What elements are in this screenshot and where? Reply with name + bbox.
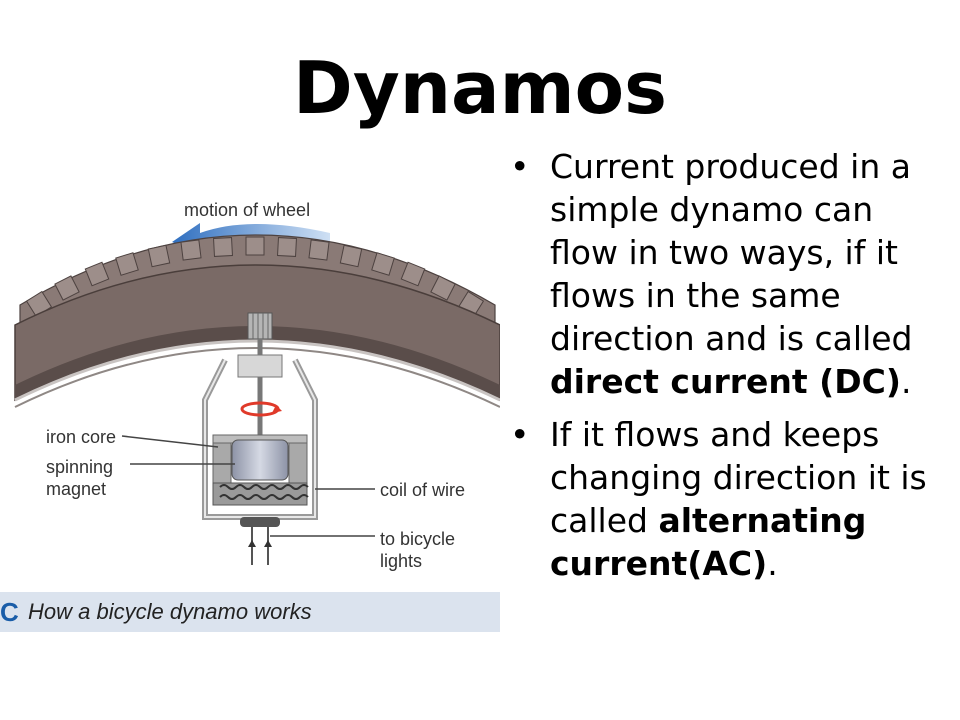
tyre-lugs: [25, 236, 485, 318]
bicycle-dynamo-diagram: motion of wheel iron core spinning magne…: [0, 185, 501, 632]
motion-arrow: [172, 223, 330, 255]
bullet-item: • If it flows and keeps changing directi…: [508, 413, 936, 585]
coil-of-wire-label: coil of wire: [380, 480, 466, 500]
figure-letter: C: [0, 597, 19, 627]
dynamo-illustration: [14, 223, 501, 565]
bullet-dot: •: [510, 147, 530, 186]
terminal: [240, 517, 280, 565]
motion-of-wheel-label: motion of wheel: [184, 200, 311, 220]
spinning-magnet-label-line2: magnet: [46, 479, 107, 499]
bullet-bold-term: direct current (DC): [550, 362, 901, 401]
figure-caption-bar: C How a bicycle dynamo works: [0, 592, 500, 632]
bullet-item: • Current produced in a simple dynamo ca…: [508, 145, 936, 403]
bullet-punctuation: .: [900, 362, 912, 401]
spinning-magnet: [231, 439, 289, 481]
slide-title: Dynamos: [293, 46, 667, 130]
spinning-magnet-label-line1: spinning: [46, 457, 114, 477]
figure-caption: How a bicycle dynamo works: [28, 599, 312, 624]
iron-core-label: iron core: [46, 427, 117, 447]
to-bicycle-lights-label-line2: lights: [380, 551, 423, 571]
bullet-dot: •: [510, 415, 530, 454]
bearing: [237, 354, 283, 378]
drive-roller: [247, 312, 273, 455]
leader-lines: [121, 435, 375, 537]
coil-of-wire: [212, 482, 309, 506]
bullet-text: Current produced in a simple dynamo can …: [550, 147, 913, 358]
bullet-bold-term: alternating current(AC): [550, 501, 867, 583]
bullet-list: • Current produced in a simple dynamo ca…: [508, 145, 936, 595]
bullet-text: If it flows and keeps changing direction…: [550, 415, 927, 540]
bullet-punctuation: .: [767, 544, 778, 583]
to-bicycle-lights-label-line1: to bicycle: [380, 529, 456, 549]
